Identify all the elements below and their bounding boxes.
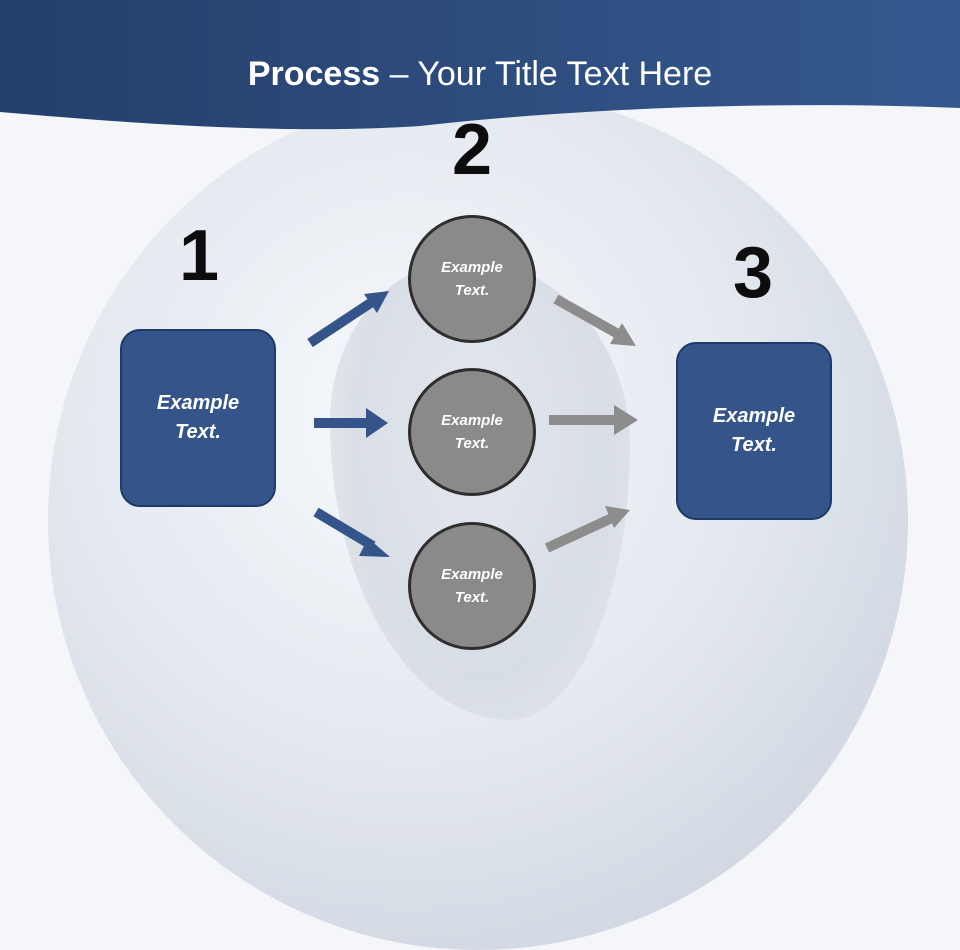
blue-arrow-down <box>313 507 390 557</box>
step-number-3: 3 <box>732 233 774 313</box>
step-number-2: 2 <box>451 110 493 190</box>
gray-arrow-down <box>553 294 636 346</box>
blue-arrow-straight <box>314 408 388 438</box>
circle-middle-label: Example Text. <box>441 412 503 452</box>
title-rest: – Your Title Text Here <box>380 55 713 93</box>
gray-arrow-up <box>544 506 630 553</box>
blue-arrow-up <box>307 291 389 348</box>
circle-bottom-label: Example Text. <box>441 566 503 606</box>
header-banner <box>0 0 960 130</box>
arrow-layer <box>307 291 638 557</box>
gray-arrow-straight <box>549 405 638 435</box>
step-number-1: 1 <box>178 216 220 296</box>
end-box: Example Text. <box>676 342 832 520</box>
process-circle-middle: Example Text. <box>408 368 536 496</box>
start-box: Example Text. <box>120 329 276 507</box>
title-bold: Process <box>247 55 381 93</box>
page-title: Process – Your Title Text Here <box>0 52 960 96</box>
process-circle-bottom: Example Text. <box>408 522 536 650</box>
start-box-label: Example Text. <box>156 392 240 443</box>
process-circle-top: Example Text. <box>408 215 536 343</box>
end-box-label: Example Text. <box>712 405 796 456</box>
circle-top-label: Example Text. <box>441 259 503 299</box>
